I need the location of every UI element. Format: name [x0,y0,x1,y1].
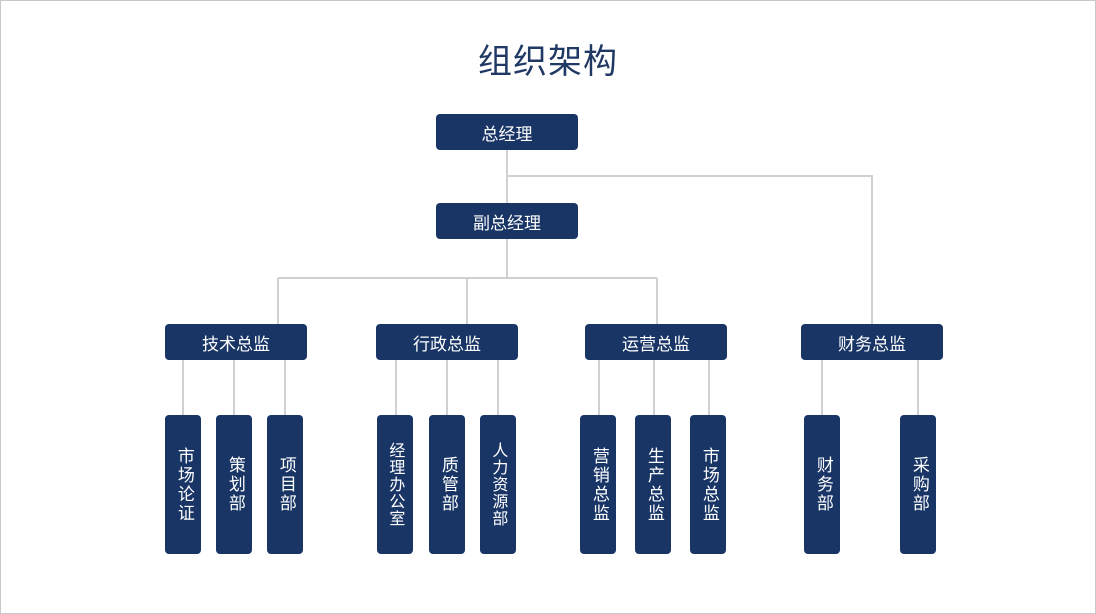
node-dept-market-director: 市场总监 [690,415,726,554]
node-dept-human-resources: 人力资源部 [480,415,516,554]
node-director-finance: 财务总监 [801,324,943,360]
node-director-administration: 行政总监 [376,324,518,360]
node-dept-quality-management: 质管部 [429,415,465,554]
node-deputy-general-manager: 副总经理 [436,203,578,239]
node-general-manager: 总经理 [436,114,578,150]
node-dept-projects: 项目部 [267,415,303,554]
chart-title: 组织架构 [478,42,618,82]
node-dept-finance: 财务部 [804,415,840,554]
node-dept-manager-office: 经理办公室 [377,415,413,554]
node-dept-marketing-director: 营销总监 [580,415,616,554]
node-dept-planning: 策划部 [216,415,252,554]
node-dept-market-validation: 市场论证 [165,415,201,554]
node-dept-production-director: 生产总监 [635,415,671,554]
node-director-technology: 技术总监 [165,324,307,360]
node-director-operations: 运营总监 [585,324,727,360]
node-dept-purchasing: 采购部 [900,415,936,554]
connector-gm-finance [507,175,873,324]
